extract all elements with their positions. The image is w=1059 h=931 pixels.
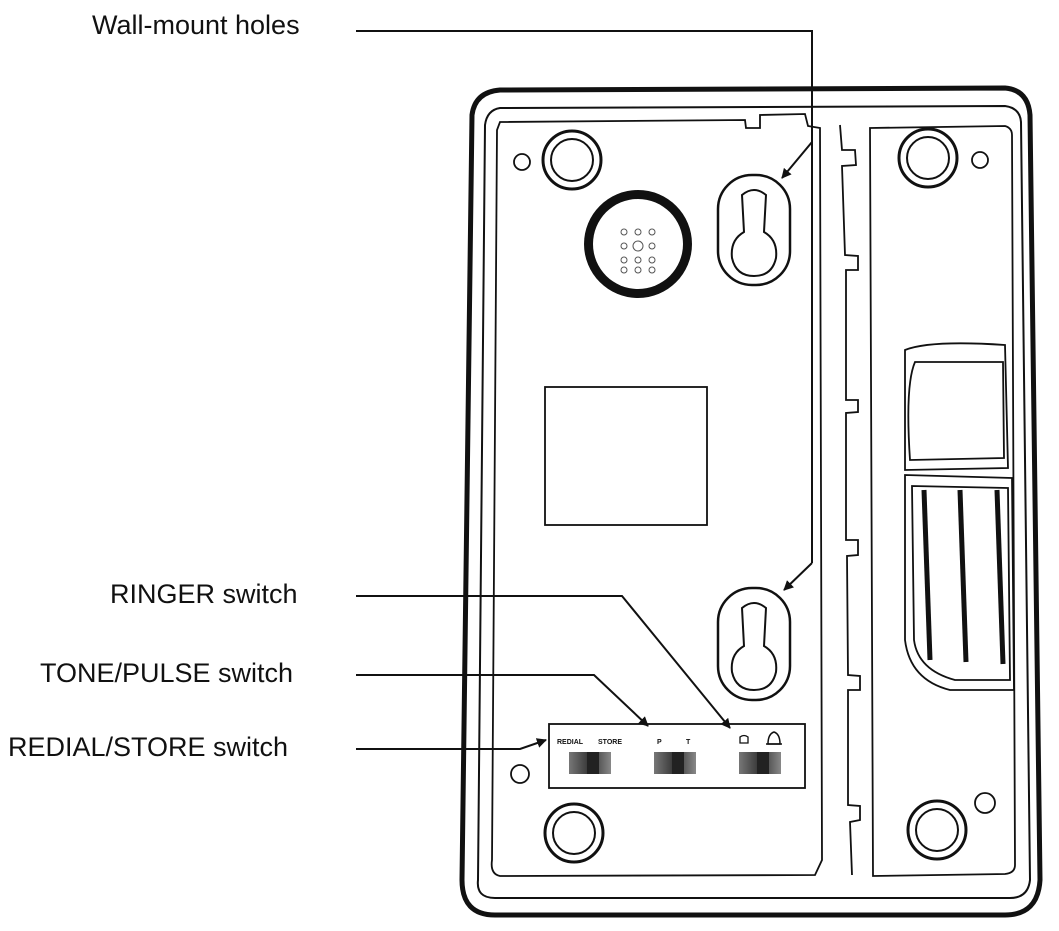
- redial-label: REDIAL: [557, 739, 584, 746]
- p-label: P: [657, 739, 662, 746]
- label-area: [544, 386, 708, 526]
- foot-bottom-left: [510, 764, 605, 864]
- ringer-slider[interactable]: [739, 752, 781, 774]
- left-panel: [490, 113, 823, 877]
- speaker-grille: [584, 190, 692, 298]
- switch-panel: REDIAL STORE P T: [548, 723, 806, 789]
- redial-store-label: REDIAL/STORE switch: [8, 732, 288, 762]
- foot-top-left: [513, 129, 603, 191]
- right-panel: [869, 125, 1016, 877]
- ringer-low-icon: [739, 734, 749, 744]
- store-label: STORE: [598, 739, 622, 746]
- foot-bottom-right: [906, 792, 996, 861]
- t-label: T: [686, 739, 691, 746]
- callout-tone-pulse: TONE/PULSE switch: [40, 658, 649, 727]
- handset-cradle: [904, 342, 1015, 691]
- wall-mount-hole-top: [716, 173, 792, 287]
- center-rail: [839, 124, 861, 876]
- callout-ringer: RINGER switch: [110, 579, 731, 729]
- tone-pulse-slider[interactable]: [654, 752, 696, 774]
- wall-mount-hole-bottom: [716, 586, 792, 702]
- callout-redial-store: REDIAL/STORE switch: [8, 732, 547, 762]
- housing-outer: [459, 85, 1043, 918]
- tone-pulse-label: TONE/PULSE switch: [40, 658, 293, 688]
- housing-inner: [476, 104, 1032, 899]
- ringer-high-icon: [766, 731, 782, 745]
- ringer-label: RINGER switch: [110, 579, 298, 609]
- callout-wall-mount: Wall-mount holes: [92, 10, 813, 591]
- redial-store-slider[interactable]: [569, 752, 611, 774]
- wall-mount-label: Wall-mount holes: [92, 10, 300, 40]
- foot-top-right: [897, 127, 989, 189]
